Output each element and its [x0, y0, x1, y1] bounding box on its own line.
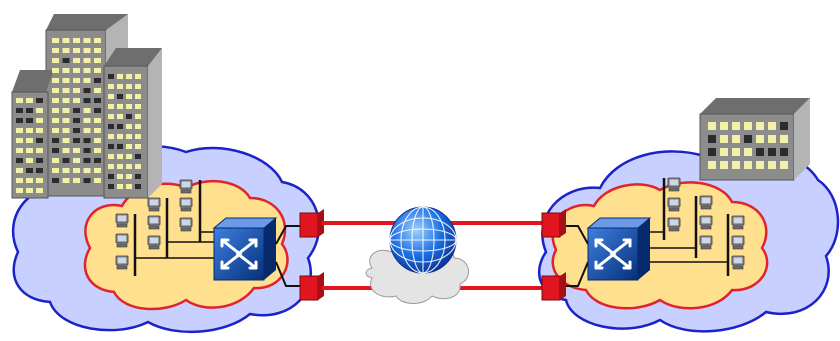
internet-globe-icon	[389, 206, 457, 274]
internet	[365, 206, 469, 304]
left-lan	[115, 179, 214, 276]
router-icon	[541, 209, 566, 301]
right-site	[537, 98, 840, 333]
router-icon	[299, 209, 324, 301]
network-switch-icon	[212, 217, 278, 281]
network-switch-icon	[586, 217, 652, 281]
left-site	[11, 14, 324, 334]
right-lan	[650, 177, 745, 276]
office-building-icon	[11, 14, 162, 199]
office-building-icon	[699, 98, 810, 181]
